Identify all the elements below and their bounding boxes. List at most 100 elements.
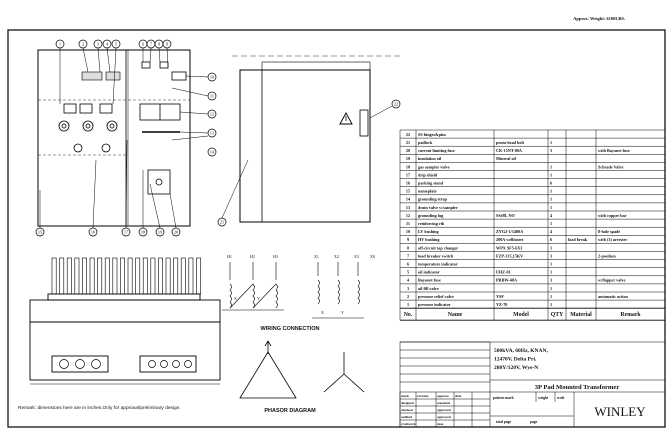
- bom-cell: drip shield: [418, 172, 438, 177]
- bom-cell: 8-hole spade: [598, 229, 620, 234]
- bom-cell: 1: [550, 262, 552, 267]
- bom-cell: 6: [550, 181, 552, 186]
- remark-note: Remark: dimensions here are in inches.On…: [18, 405, 181, 411]
- callout-marker: 3: [93, 39, 103, 49]
- callout-marker: 17: [121, 227, 131, 237]
- bom-cell: 4: [407, 278, 410, 283]
- callout-label: 8: [158, 42, 160, 47]
- bom-cell: 4: [550, 213, 553, 218]
- callout-marker: 20: [171, 227, 181, 237]
- tb-cell: designed: [401, 401, 414, 405]
- callout-label: 15: [38, 230, 42, 235]
- tb-cell: craftwork: [401, 422, 416, 426]
- bom-cell: LV bushing: [418, 229, 440, 234]
- callout-label: 3: [97, 42, 99, 47]
- bom-cell: oil indicator: [418, 270, 440, 275]
- bom-cell: HV bushing: [418, 237, 440, 242]
- bom-cell: 4: [550, 229, 553, 234]
- callout-marker: 22: [391, 99, 401, 109]
- bom-cell: ZYG2-1/1400A: [496, 229, 523, 234]
- bom-cell: 1: [550, 164, 552, 169]
- bom-cell: with Bayonet fuse: [598, 148, 630, 153]
- tb-label: pattern mark: [493, 396, 514, 400]
- callout-marker: 15: [35, 227, 45, 237]
- bom-cell: automatic action: [598, 294, 629, 299]
- bom-cell: 6: [550, 237, 552, 242]
- tb-cell: revision: [417, 394, 429, 398]
- hv-label: H2: [250, 254, 255, 259]
- radiator-fin: [59, 257, 65, 295]
- bom-cell: YSF: [496, 294, 504, 299]
- callout-label: 13: [210, 131, 214, 136]
- bom-cell: off-circuit tap changer: [418, 245, 458, 250]
- radiator-fin: [66, 257, 72, 295]
- lv-label: X3: [354, 254, 359, 259]
- bom-cell: 21: [406, 140, 410, 145]
- bom-cell: 17: [406, 172, 410, 177]
- callout-marker: 2: [78, 39, 88, 49]
- callout-marker: 7: [146, 39, 156, 49]
- bom-cell: 2-position: [598, 253, 616, 258]
- callout-label: 16: [91, 230, 95, 235]
- callout-label: 14: [210, 150, 215, 155]
- radiator-fin: [150, 257, 156, 295]
- callout-label: 17: [124, 230, 128, 235]
- bom-cell: load break: [568, 237, 588, 242]
- wiring-diagram: [222, 262, 364, 319]
- radiator-fin: [165, 257, 171, 295]
- bom-cell: 1: [550, 286, 552, 291]
- bom-cell: 2: [407, 294, 409, 299]
- callout-label: 20: [174, 230, 178, 235]
- bom-cell: 7: [407, 253, 409, 258]
- coil-mark: X: [321, 310, 324, 315]
- coil-mark: Y: [341, 310, 344, 315]
- callout-label: 18: [141, 230, 145, 235]
- callout-label: 10: [210, 75, 214, 80]
- bom-cell: 1: [550, 245, 552, 250]
- bom-cell: current limiting fuse: [418, 148, 455, 153]
- bom-cell: Mineral oil: [496, 156, 517, 161]
- bom-cell: 19: [406, 156, 410, 161]
- wiring-title: WIRING CONNECTION: [261, 326, 320, 332]
- callout-label: 5: [115, 42, 117, 47]
- callout-label: 6: [142, 42, 144, 47]
- callout-marker: 19: [155, 227, 165, 237]
- callout-marker: 16: [88, 227, 98, 237]
- bom-cell: 1: [550, 172, 552, 177]
- bom-header-cell: Name: [448, 312, 463, 318]
- bom-cell: 1: [550, 189, 552, 194]
- radiator-fin: [104, 257, 110, 295]
- tb-cell: approved: [437, 408, 451, 412]
- drawing-border: [7, 29, 666, 428]
- bom-cell: drain valve w/sampler: [418, 205, 458, 210]
- bom-cell: 3: [407, 286, 409, 291]
- callout-label: 2: [82, 42, 84, 47]
- product-name: 3P Pad Mounted Transformer: [535, 384, 620, 391]
- callout-label: 12: [210, 112, 214, 117]
- lv-label: X1: [314, 254, 319, 259]
- front-view: [37, 49, 191, 227]
- callout-marker: 13: [207, 128, 217, 138]
- bom-cell: 18: [406, 164, 410, 169]
- bom-header-cell: No.: [404, 312, 413, 318]
- bom-cell: grounding lug: [418, 213, 444, 218]
- callout-label: 22: [394, 102, 398, 107]
- bom-cell: gas sampler valve: [418, 164, 450, 169]
- radiator-fin: [97, 257, 103, 295]
- radiator-fin: [51, 257, 57, 295]
- bom-cell: 11: [406, 221, 410, 226]
- bom-cell: with (3) arrester: [598, 237, 627, 242]
- radiator-fin: [112, 257, 118, 295]
- bom-cell: 1: [550, 302, 552, 307]
